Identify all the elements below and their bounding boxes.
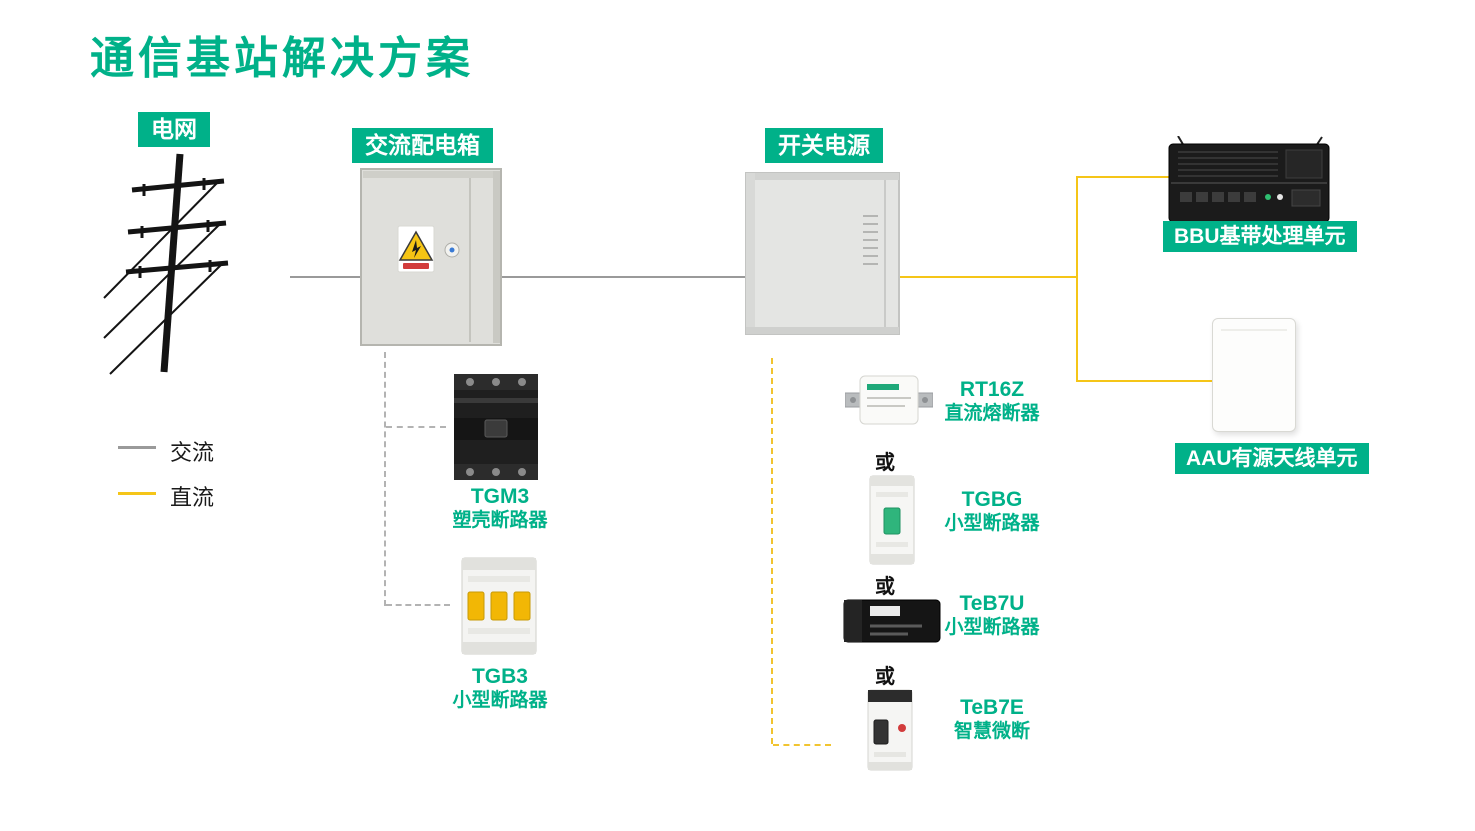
dc-product-callout bbox=[773, 744, 831, 746]
legend-dc-line-swatch bbox=[118, 492, 156, 495]
bbu-label: BBU基带处理单元 bbox=[1163, 221, 1357, 253]
teb7u-label: TeB7U 小型断路器 bbox=[928, 592, 1056, 640]
grid-label: 电网 bbox=[138, 112, 210, 148]
ac-distribution-box-label: 交流配电箱 bbox=[352, 128, 493, 164]
dc-power-line-to-bbu bbox=[1078, 176, 1170, 178]
or-separator-1: 或 bbox=[875, 452, 895, 474]
or-separator-2: 或 bbox=[875, 576, 895, 598]
ac-power-line bbox=[290, 276, 747, 278]
dc-power-line-main bbox=[898, 276, 1078, 278]
rt16z-name: RT16Z bbox=[959, 378, 1025, 401]
teb7u-breaker-image bbox=[843, 599, 941, 643]
ac-product-callout-1 bbox=[386, 426, 446, 428]
page-title: 通信基站解决方案 bbox=[90, 34, 474, 83]
tgbg-name: TGBG bbox=[961, 488, 1023, 511]
tgbg-breaker-image bbox=[869, 475, 915, 565]
teb7e-name: TeB7E bbox=[960, 696, 1024, 719]
tgbg-desc: 小型断路器 bbox=[944, 513, 1040, 535]
switching-power-supply-image bbox=[745, 172, 900, 335]
tgm3-label: TGM3 塑壳断路器 bbox=[430, 485, 570, 533]
aau-label: AAU有源天线单元 bbox=[1175, 443, 1369, 475]
tgb3-name: TGB3 bbox=[471, 665, 528, 688]
tgm3-desc: 塑壳断路器 bbox=[452, 510, 548, 532]
or-separator-3: 或 bbox=[875, 666, 895, 688]
rt16z-fuse-image bbox=[845, 375, 933, 425]
switching-power-label: 开关电源 bbox=[765, 128, 883, 164]
teb7u-desc: 小型断路器 bbox=[944, 617, 1040, 639]
power-grid-tower-illustration bbox=[103, 153, 229, 375]
tgb3-label: TGB3 小型断路器 bbox=[430, 665, 570, 713]
legend-ac-label: 交流 bbox=[170, 440, 215, 465]
tgb3-desc: 小型断路器 bbox=[452, 690, 548, 712]
teb7e-breaker-image bbox=[867, 689, 913, 771]
ac-products-callout-vertical bbox=[384, 352, 386, 606]
legend-dc-label: 直流 bbox=[170, 485, 215, 510]
aau-device-image bbox=[1212, 318, 1296, 432]
tgb3-breaker-image bbox=[461, 557, 537, 655]
teb7u-name: TeB7U bbox=[959, 592, 1025, 615]
dc-power-line-to-aau bbox=[1078, 380, 1212, 382]
teb7e-label: TeB7E 智慧微断 bbox=[928, 696, 1056, 744]
dc-power-line-vertical bbox=[1076, 176, 1078, 382]
rt16z-desc: 直流熔断器 bbox=[944, 403, 1040, 425]
tgbg-label: TGBG 小型断路器 bbox=[928, 488, 1056, 536]
tgm3-breaker-image bbox=[454, 374, 538, 480]
dc-products-callout-vertical bbox=[771, 358, 773, 744]
ac-distribution-box-image bbox=[360, 168, 502, 346]
tgm3-name: TGM3 bbox=[470, 485, 530, 508]
ac-product-callout-2 bbox=[386, 604, 450, 606]
bbu-device-image bbox=[1168, 136, 1330, 223]
rt16z-label: RT16Z 直流熔断器 bbox=[928, 378, 1056, 426]
legend-ac-line-swatch bbox=[118, 446, 156, 449]
teb7e-desc: 智慧微断 bbox=[953, 721, 1030, 743]
